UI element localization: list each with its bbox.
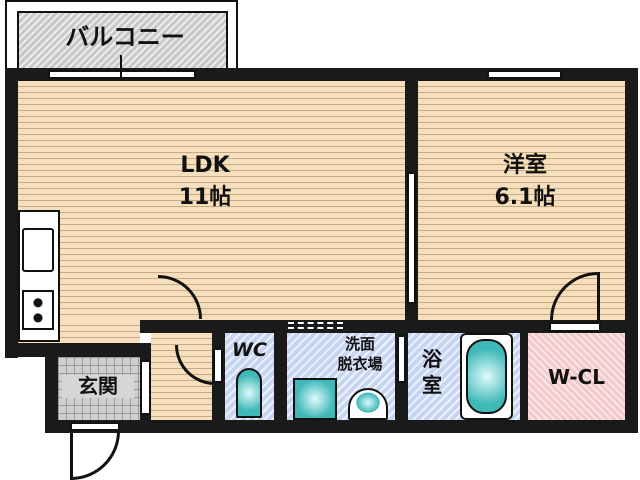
washbasin-icon — [348, 388, 388, 420]
right-wall — [625, 68, 638, 433]
bath-label-2: 室 — [422, 373, 442, 397]
ldk-floor — [18, 81, 405, 321]
bath-door[interactable] — [397, 335, 406, 383]
bathtub-icon — [466, 339, 507, 414]
western-window[interactable] — [487, 70, 562, 79]
entrance-door[interactable] — [70, 431, 120, 480]
balcony-window[interactable] — [48, 70, 196, 79]
washroom-label-2: 脱衣場 — [337, 355, 383, 373]
entrance-door-leaf — [70, 431, 73, 480]
entrance-door-opening — [70, 422, 120, 431]
western-label: 洋室 — [502, 153, 547, 178]
closet-wall — [520, 333, 528, 423]
closet-door-opening — [549, 322, 601, 332]
sink-icon — [22, 228, 54, 272]
entrance-step — [140, 360, 151, 415]
washroom-door[interactable] — [288, 322, 343, 329]
bath-label-1: 浴 — [422, 347, 442, 371]
wc-door-opening — [213, 348, 223, 383]
entry-side-wall — [45, 343, 58, 433]
lower-left-wall — [5, 343, 145, 357]
ldk-size: 11帖 — [178, 185, 232, 210]
balcony — [17, 11, 228, 71]
bottom-wall — [45, 420, 638, 433]
western-size: 6.1帖 — [494, 185, 556, 210]
washroom-label-1: 洗面 — [344, 335, 375, 353]
washing-machine-icon — [293, 378, 337, 420]
sliding-door[interactable] — [407, 172, 416, 304]
left-wall — [5, 68, 18, 358]
balcony-label: バルコニー — [65, 23, 185, 51]
ldk-label: LDK — [180, 153, 230, 178]
toilet-icon — [236, 368, 262, 418]
wc-label: WC — [232, 339, 267, 361]
middle-wall — [140, 320, 638, 333]
wc-washroom-wall — [274, 333, 287, 423]
entrance-label: 玄関 — [62, 375, 134, 398]
closet-floor — [528, 333, 625, 420]
window-divider — [120, 55, 122, 95]
closet-label: W-CL — [548, 365, 605, 389]
stove-icon — [22, 290, 54, 330]
